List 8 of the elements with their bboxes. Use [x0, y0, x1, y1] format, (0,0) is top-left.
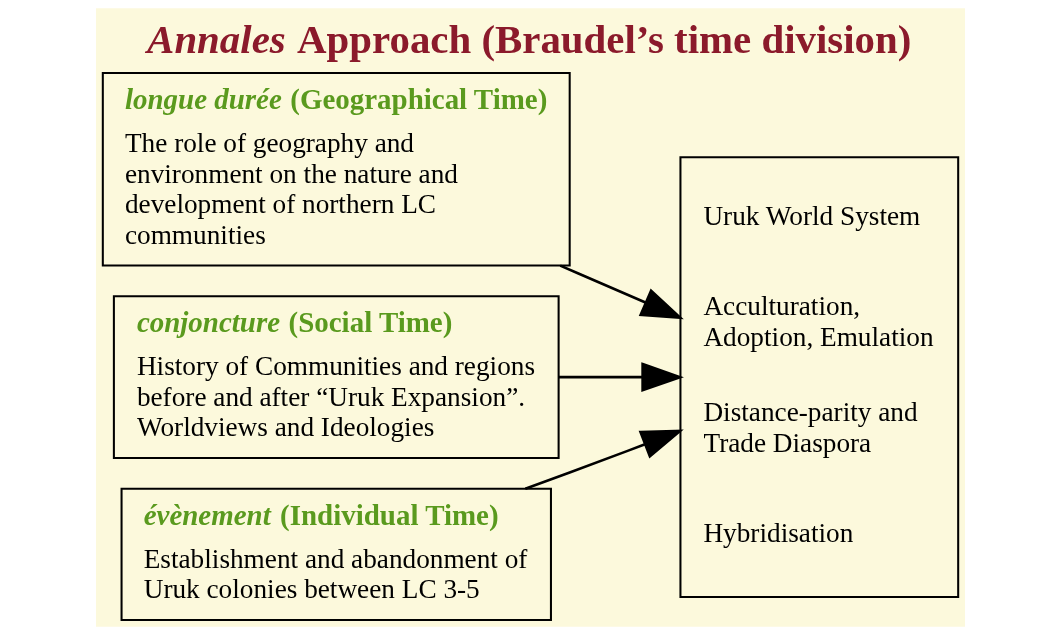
arrow — [524, 429, 684, 490]
node-box: évènement (Individual Time) Establishment and abandonment of Uruk colonies between LC 3-5 — [120, 487, 552, 621]
node-box: conjoncture (Social Time) History of Communities and regions before and after “Uruk Expansion”. Worldviews and Ideologies — [112, 295, 560, 460]
diagram-title: Annales Approach (Braudel’s time division) — [147, 16, 912, 62]
node-box: Uruk World System Acculturation, Adoption, Emulation Distance-parity and Trade Diaspora Hybridisation — [679, 156, 960, 598]
arrow — [558, 362, 684, 393]
arrow — [559, 264, 684, 320]
node-box: longue durée (Geographical Time) The role of geography and environment on the nature and development of northern LC communities — [101, 71, 571, 267]
